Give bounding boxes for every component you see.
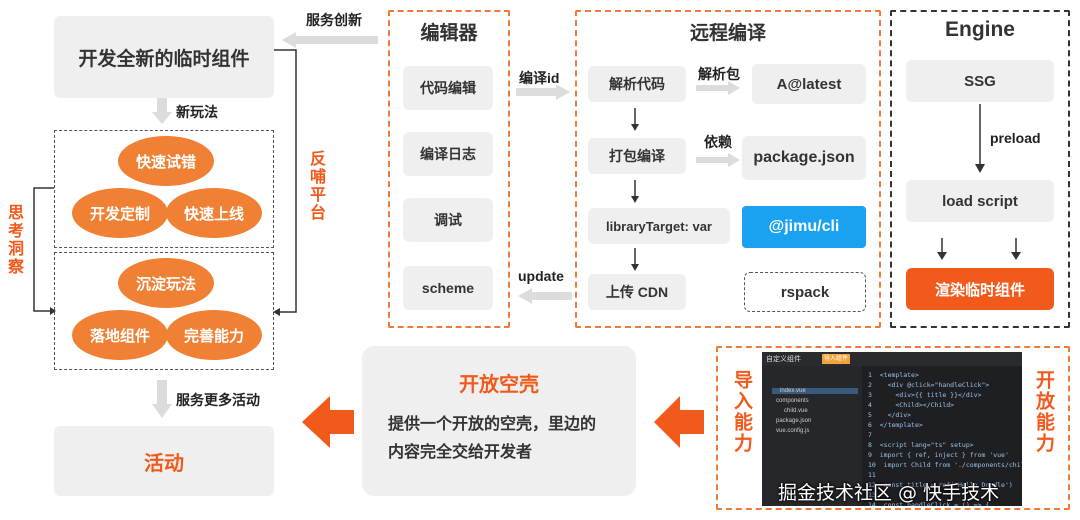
- engine-render-temp: 渲染临时组件: [906, 268, 1054, 310]
- activity-box: 活动: [54, 426, 274, 496]
- ide-file-tree: index.vue components child.vue package.j…: [762, 366, 862, 506]
- think-insight-label: 思考洞察: [5, 204, 22, 276]
- compile-id-arrow: [516, 84, 570, 100]
- preload-arrow: [975, 104, 985, 173]
- editor-title: 编辑器: [420, 23, 478, 44]
- step-upload-cdn: 上传 CDN: [588, 274, 686, 310]
- update-arrow: [518, 288, 572, 304]
- depends-arrow: [696, 153, 740, 167]
- circle-quick-trial: 快速试错: [118, 136, 214, 186]
- more-activity-arrow: [152, 380, 172, 418]
- feedback-bracket: [273, 49, 297, 316]
- code-line: 7: [868, 431, 880, 439]
- open-shell-desc: 提供一个开放的空壳，里边的内容完全交给开发者: [388, 416, 597, 461]
- orange-arrow-left-1: [302, 396, 354, 448]
- remote-compile-title: 远程编译: [689, 23, 766, 44]
- pkg-rspack: rspack: [744, 272, 866, 312]
- engine-ssg: SSG: [906, 60, 1054, 102]
- parse-pkg-arrow: [696, 81, 740, 95]
- engine-panel: [890, 10, 1070, 328]
- code-line: 12 const title = ref('Hello Doodle'): [868, 481, 1013, 489]
- circle-quick-launch: 快速上线: [166, 188, 262, 238]
- file-item[interactable]: components: [776, 398, 809, 404]
- think-bracket: [33, 187, 56, 315]
- orange-arrow-left-2: [654, 396, 704, 448]
- service-innovation-arrow: [282, 32, 378, 48]
- open-shell-title: 开放空壳: [459, 374, 539, 396]
- quick-group: [54, 130, 274, 248]
- ability-panel: [716, 346, 1070, 510]
- code-line: 9 import { ref, inject } from 'vue': [868, 451, 1009, 459]
- code-line: 4 <Child></Child>: [868, 401, 955, 409]
- code-line: 8 <script lang="ts" setup>: [868, 441, 974, 449]
- new-component-box: 开发全新的临时组件: [54, 16, 274, 98]
- circle-settle-play: 沉淀玩法: [118, 258, 214, 308]
- editor-panel: [388, 10, 510, 328]
- ide-code: 1 <template> 2 <div @click="handleClick">…: [868, 370, 1022, 506]
- file-item[interactable]: vue.config.js: [776, 428, 810, 434]
- parse-pkg-label: 解析包: [698, 66, 740, 82]
- editor-item-code-edit[interactable]: 代码编辑: [403, 66, 493, 110]
- code-line: 11: [868, 471, 884, 479]
- open-ability-label: 开放能力: [1033, 370, 1054, 454]
- step-parse-code: 解析代码: [588, 66, 686, 102]
- ide-import-button[interactable]: 导入组件: [822, 354, 850, 364]
- step-library-target: libraryTarget: var: [588, 208, 730, 244]
- watermark: 掘金技术社区 @ 快手技术: [778, 482, 1000, 504]
- code-line: 2 <div @click="handleClick">: [868, 381, 990, 389]
- circle-land-component: 落地组件: [72, 310, 168, 360]
- preload-label: preload: [990, 130, 1041, 146]
- update-label: update: [518, 268, 564, 284]
- small-arrow-down-icon-2: [631, 180, 639, 203]
- engine-title: Engine: [944, 18, 1015, 41]
- file-item[interactable]: index.vue: [772, 388, 858, 394]
- code-line: 10 import Child from './components/child…: [868, 461, 1022, 469]
- code-line: 14 const handleClick = () => {: [868, 501, 990, 506]
- activity-label: 活动: [144, 452, 184, 475]
- remote-compile-panel: [575, 10, 881, 328]
- new-component-label: 开发全新的临时组件: [78, 48, 250, 70]
- service-innovation-label: 服务创新: [306, 12, 362, 28]
- pkg-package-json: package.json: [742, 136, 866, 180]
- circle-custom-dev: 开发定制: [72, 188, 168, 238]
- depends-label: 依赖: [704, 134, 732, 150]
- feedback-platform-label: 反哺平台: [307, 150, 324, 222]
- editor-item-debug[interactable]: 调试: [403, 198, 493, 242]
- engine-load-script: load script: [906, 180, 1054, 222]
- ide-screenshot: 自定义组件 导入组件 index.vue components child.vu…: [762, 352, 1022, 506]
- pkg-rspack-label: rspack: [780, 283, 830, 301]
- editor-item-compile-log[interactable]: 编译日志: [403, 132, 493, 176]
- file-item[interactable]: package.json: [776, 418, 812, 424]
- code-line: 3 <div>{{ title }}</div>: [868, 391, 982, 399]
- step-bundle: 打包编译: [588, 138, 686, 174]
- small-arrow-down-icon-1: [631, 108, 639, 131]
- small-arrow-down-icon-3: [631, 248, 639, 271]
- editor-item-scheme[interactable]: scheme: [403, 266, 493, 310]
- engine-arrow-down-right: [1011, 238, 1021, 260]
- new-play-arrow: [152, 98, 172, 124]
- code-line: 1 <template>: [868, 371, 919, 379]
- new-play-label: 新玩法: [176, 104, 218, 120]
- ide-header: 自定义组件 导入组件: [762, 352, 1022, 366]
- open-shell-box: 开放空壳 提供一个开放的空壳，里边的内容完全交给开发者: [362, 346, 636, 496]
- circle-improve-ability: 完善能力: [166, 310, 262, 360]
- compile-id-label: 编译id: [519, 70, 560, 86]
- file-item[interactable]: child.vue: [784, 408, 808, 414]
- pkg-a-latest: A@latest: [752, 64, 866, 104]
- code-line: 13: [868, 491, 884, 499]
- import-ability-label: 导入能力: [731, 370, 752, 454]
- more-activity-label: 服务更多活动: [176, 392, 260, 408]
- pkg-jimu-cli: @jimu/cli: [742, 206, 866, 248]
- ide-title: 自定义组件: [766, 355, 801, 363]
- code-line: 5 </div>: [868, 411, 912, 419]
- engine-arrow-down-left: [937, 238, 947, 260]
- code-line: 6 </template>: [868, 421, 923, 429]
